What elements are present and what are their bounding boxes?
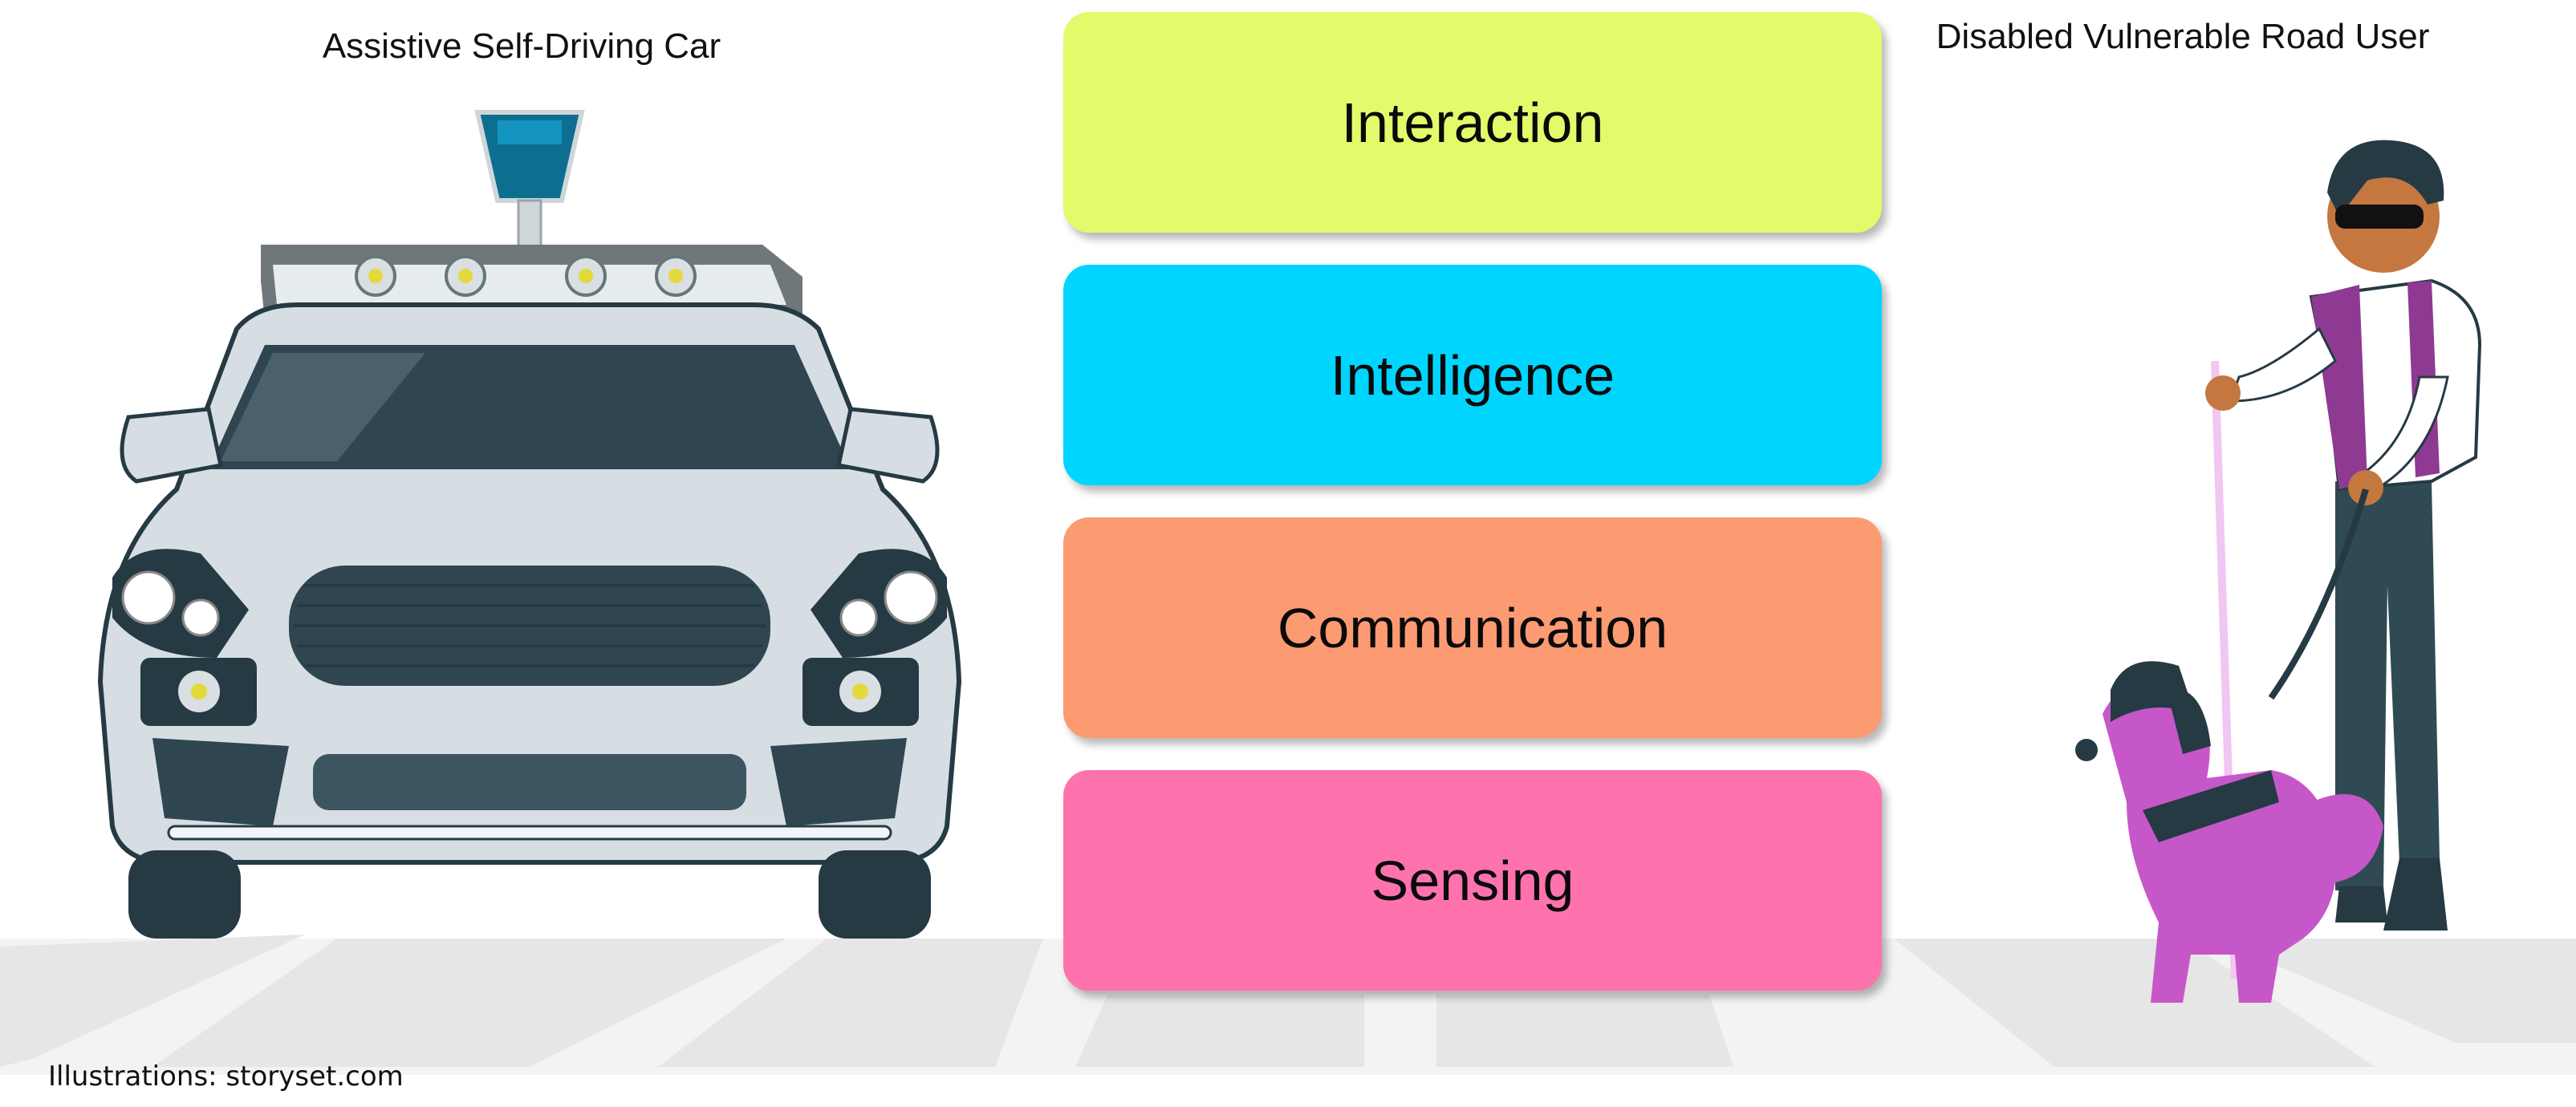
user-title: Disabled Vulnerable Road User bbox=[1936, 17, 2430, 56]
layer-communication: Communication bbox=[1063, 517, 1882, 738]
roof-camera-icons bbox=[355, 255, 697, 297]
self-driving-car-illustration bbox=[97, 110, 962, 939]
layer-label: Communication bbox=[1277, 596, 1668, 659]
lidar-sensor-icon bbox=[474, 110, 585, 250]
layer-label: Sensing bbox=[1371, 849, 1574, 912]
layer-sensing: Sensing bbox=[1063, 770, 1882, 991]
layer-label: Interaction bbox=[1341, 91, 1604, 154]
layer-label: Intelligence bbox=[1330, 343, 1615, 407]
layer-intelligence: Intelligence bbox=[1063, 265, 1882, 485]
guide-dog-icon bbox=[2075, 661, 2383, 1003]
car-title: Assistive Self-Driving Car bbox=[322, 26, 721, 66]
blind-pedestrian-with-guide-dog-illustration bbox=[2075, 140, 2482, 1003]
sunglasses-icon bbox=[2335, 205, 2424, 229]
illustration-credit: Illustrations: storyset.com bbox=[48, 1060, 404, 1093]
layer-interaction: Interaction bbox=[1063, 12, 1882, 233]
